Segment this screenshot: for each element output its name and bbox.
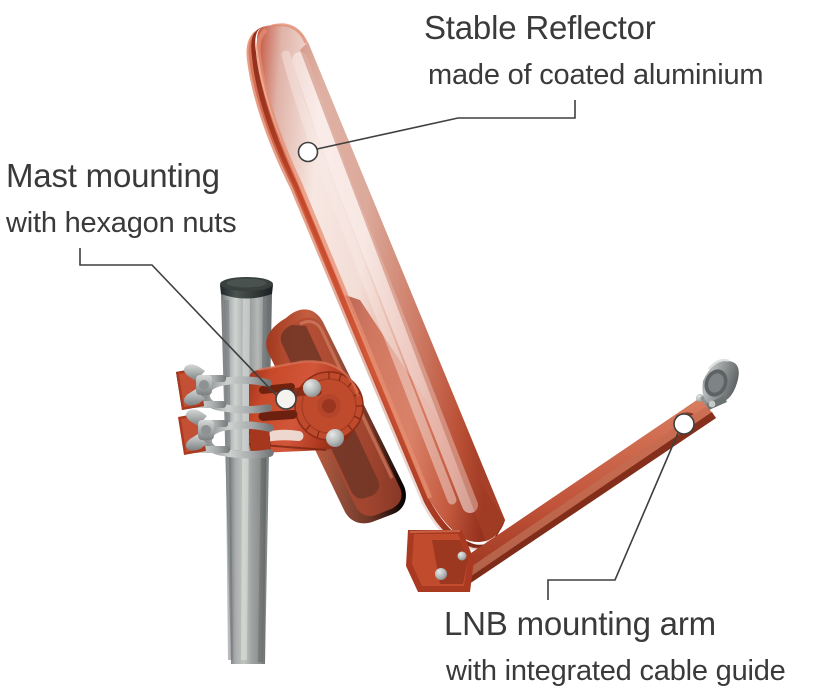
label-lnb-arm-subtitle: with integrated cable guide [446, 655, 786, 687]
u-bolt-lower [178, 409, 274, 459]
leader-line-lnb [547, 432, 679, 600]
label-mast-mounting-subtitle: with hexagon nuts [6, 207, 237, 239]
callout-leaders [79, 100, 679, 600]
mast-pipe [221, 293, 272, 664]
callout-markers [275, 141, 695, 435]
wing-nut-lower [185, 409, 214, 451]
lnb-arm-joint [406, 530, 474, 592]
wing-nut-upper [183, 364, 212, 406]
marker-reflector [297, 141, 319, 163]
marker-mast [275, 388, 297, 410]
leader-line-mast [79, 248, 278, 397]
mounting-bracket [248, 360, 364, 455]
reflector-dish [246, 23, 505, 551]
leader-line-reflector [316, 100, 576, 150]
label-stable-reflector-subtitle: made of coated aluminium [428, 59, 764, 91]
label-mast-mounting-title: Mast mounting [6, 157, 220, 194]
label-lnb-arm-title: LNB mounting arm [444, 605, 716, 642]
label-stable-reflector-title: Stable Reflector [424, 9, 656, 46]
marker-lnb [673, 413, 695, 435]
mast-cap [220, 277, 273, 299]
lnb-clamp [700, 358, 739, 410]
u-bolt-upper [176, 364, 272, 414]
lnb-arm [406, 394, 716, 592]
